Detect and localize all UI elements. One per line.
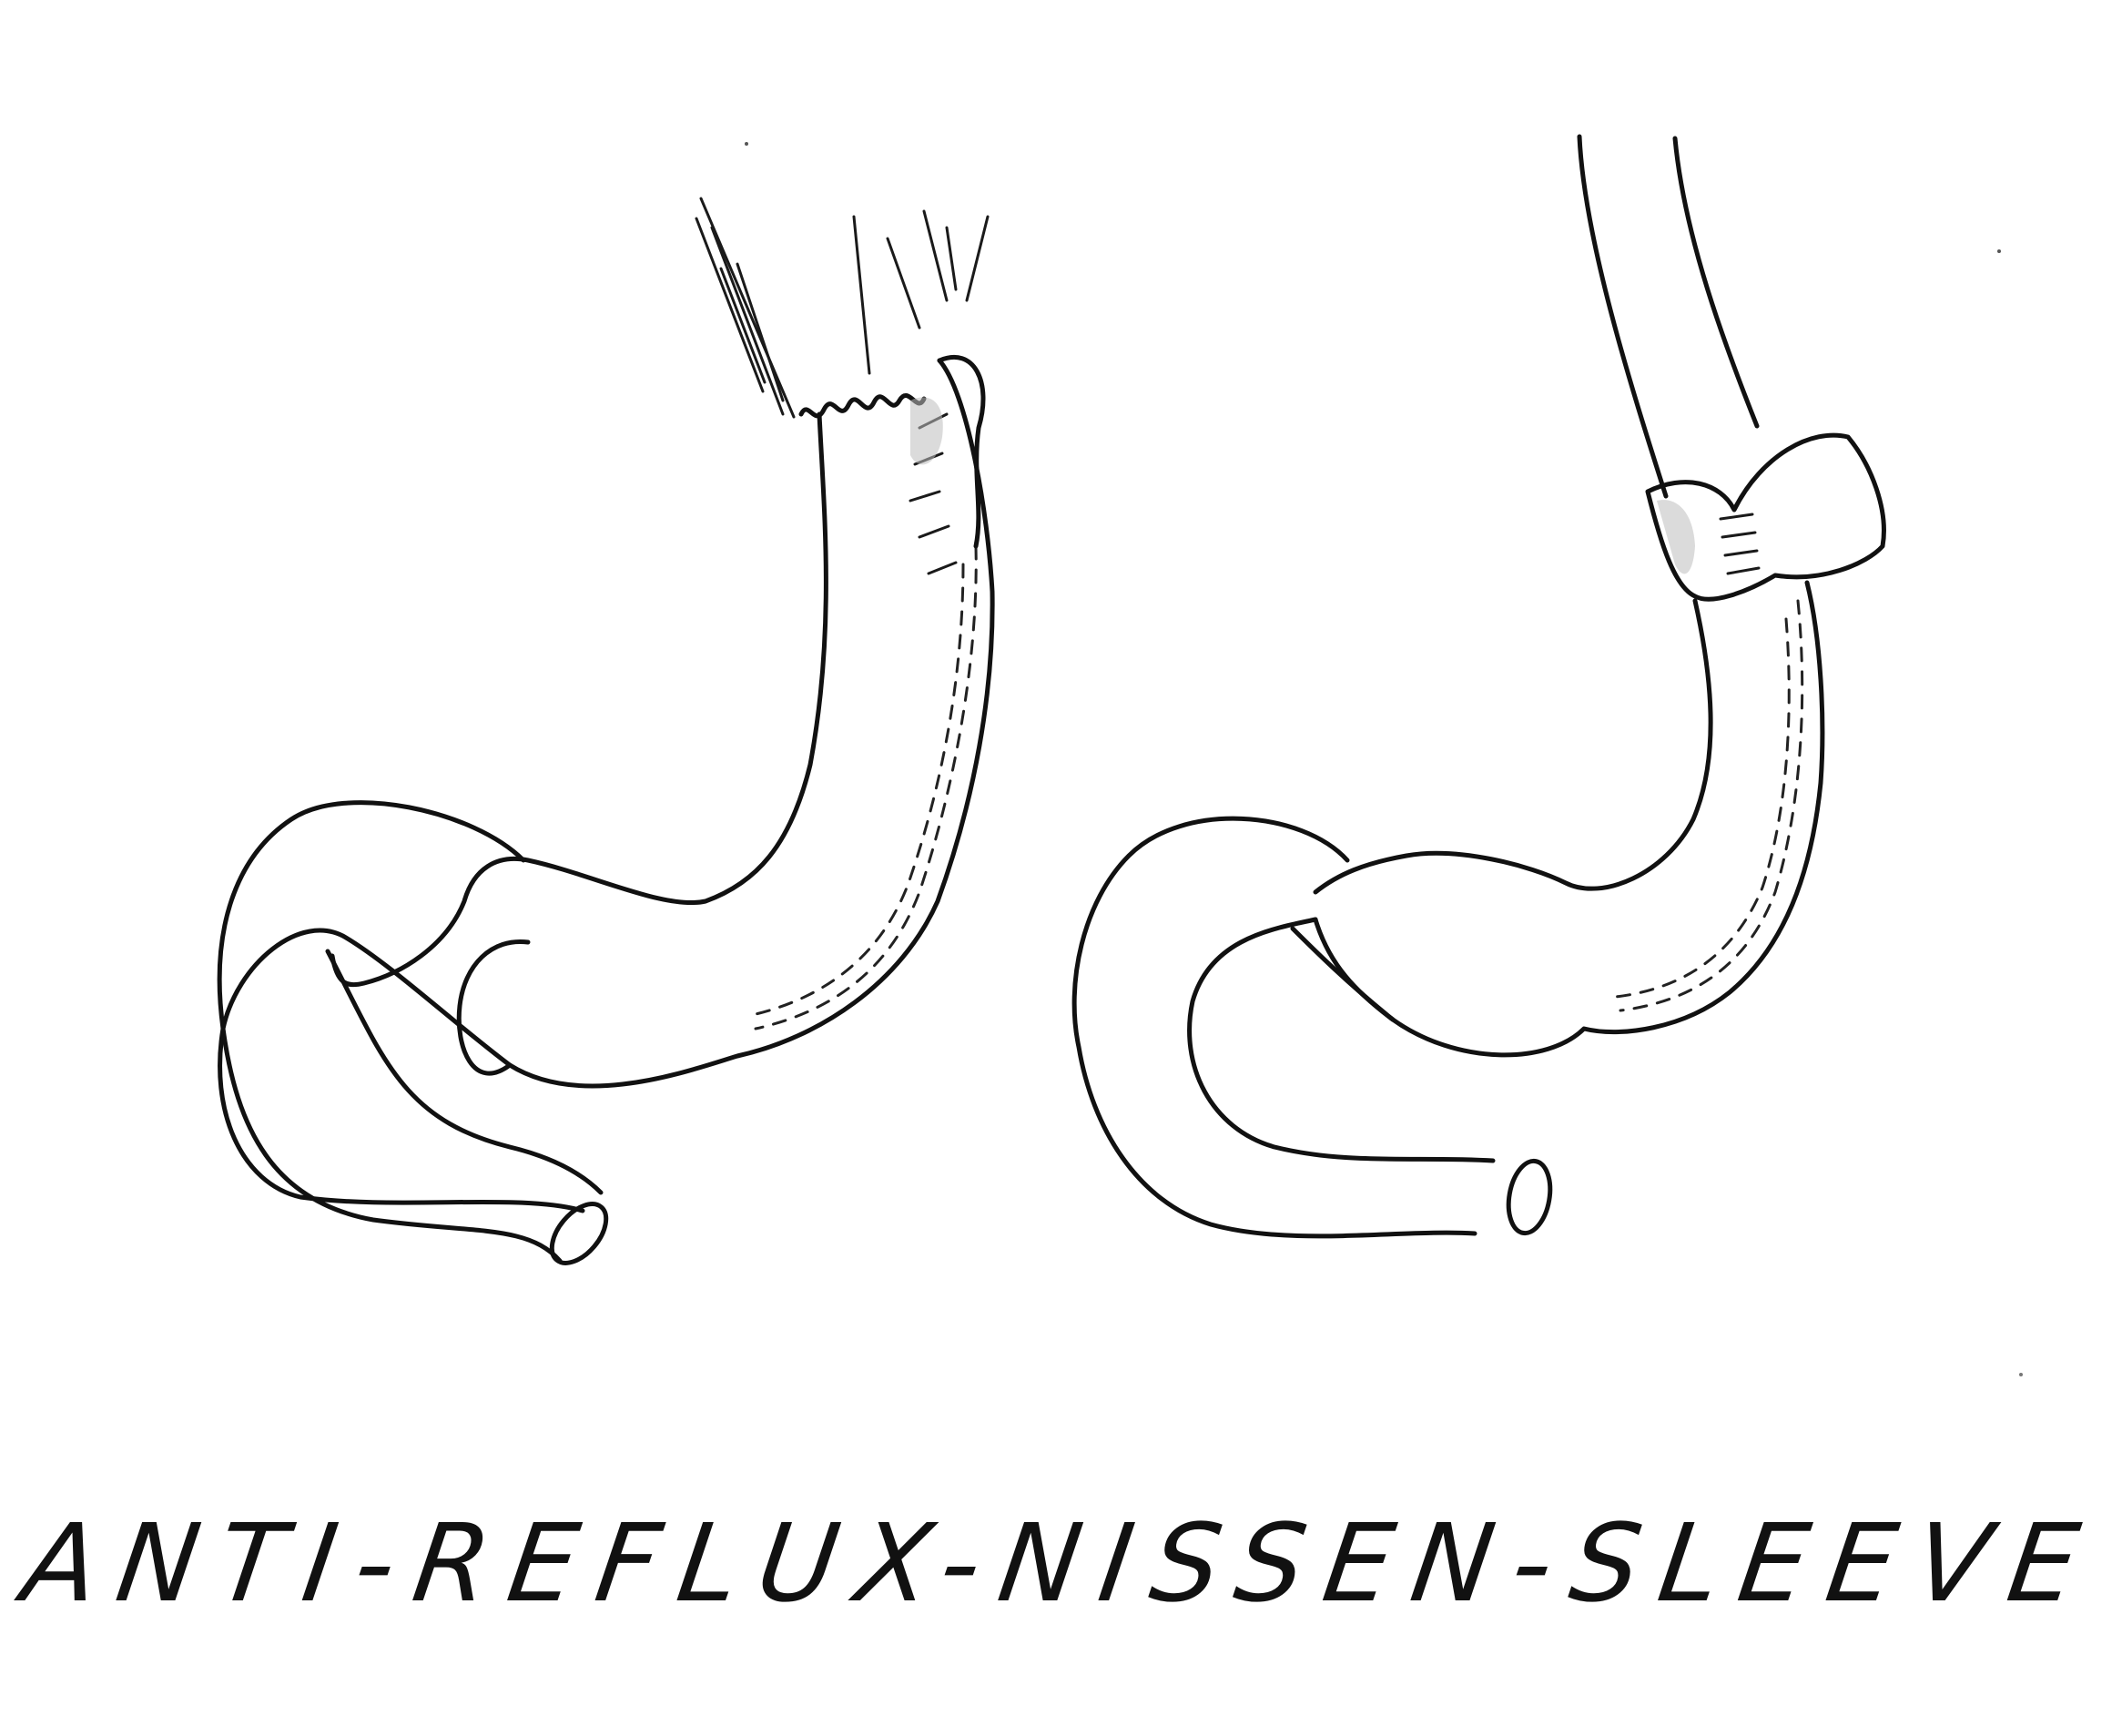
left-duodenum-opening	[549, 1202, 609, 1265]
right-duodenum-opening	[1506, 1158, 1553, 1236]
left-stomach-inner-contour	[330, 411, 828, 988]
stray-dot-1	[745, 142, 748, 146]
stray-dot-3	[2019, 1373, 2023, 1376]
right-antrum-inner-loop	[1187, 917, 1496, 1163]
left-antrum-lower-edge	[220, 1026, 563, 1264]
right-esophagus-left-edge	[1577, 134, 1669, 499]
stray-dot-2	[1997, 249, 2001, 253]
diagram-caption: ANTI-REFLUX-NISSEN-SLEEVE	[15, 1500, 2107, 1626]
right-stomach-body-upper	[1071, 816, 1477, 1239]
right-esophagus-right-edge	[1672, 136, 1760, 429]
right-stomach-body-lower	[1313, 917, 1396, 1022]
left-sleeve-staple-line	[754, 544, 978, 1030]
left-wrap-stitches	[909, 354, 986, 575]
right-stomach-inner-contour	[1313, 598, 1713, 895]
left-wrap-shading	[910, 397, 943, 465]
right-sleeve-staple-line-2	[1614, 617, 1791, 999]
right-nissen-wrap	[1645, 432, 1886, 602]
left-stomach-body-upper	[217, 800, 526, 1031]
right-stomach-outer-contour	[1290, 580, 1825, 1058]
left-stomach-body-lower	[456, 939, 531, 1076]
left-stomach-outer-contour	[218, 358, 995, 1213]
right-stomach-drawing	[1071, 134, 1886, 1239]
right-wrap-shading	[1657, 500, 1695, 574]
left-sleeve-staple-line-2	[750, 563, 965, 1017]
left-stomach-drawing	[217, 197, 995, 1265]
left-antrum-upper-edge	[325, 949, 604, 1195]
left-suture-line	[798, 393, 927, 419]
left-crura-hatching	[695, 197, 990, 419]
right-sleeve-staple-line	[1619, 599, 1804, 1012]
right-wrap-stitches	[1719, 513, 1761, 575]
